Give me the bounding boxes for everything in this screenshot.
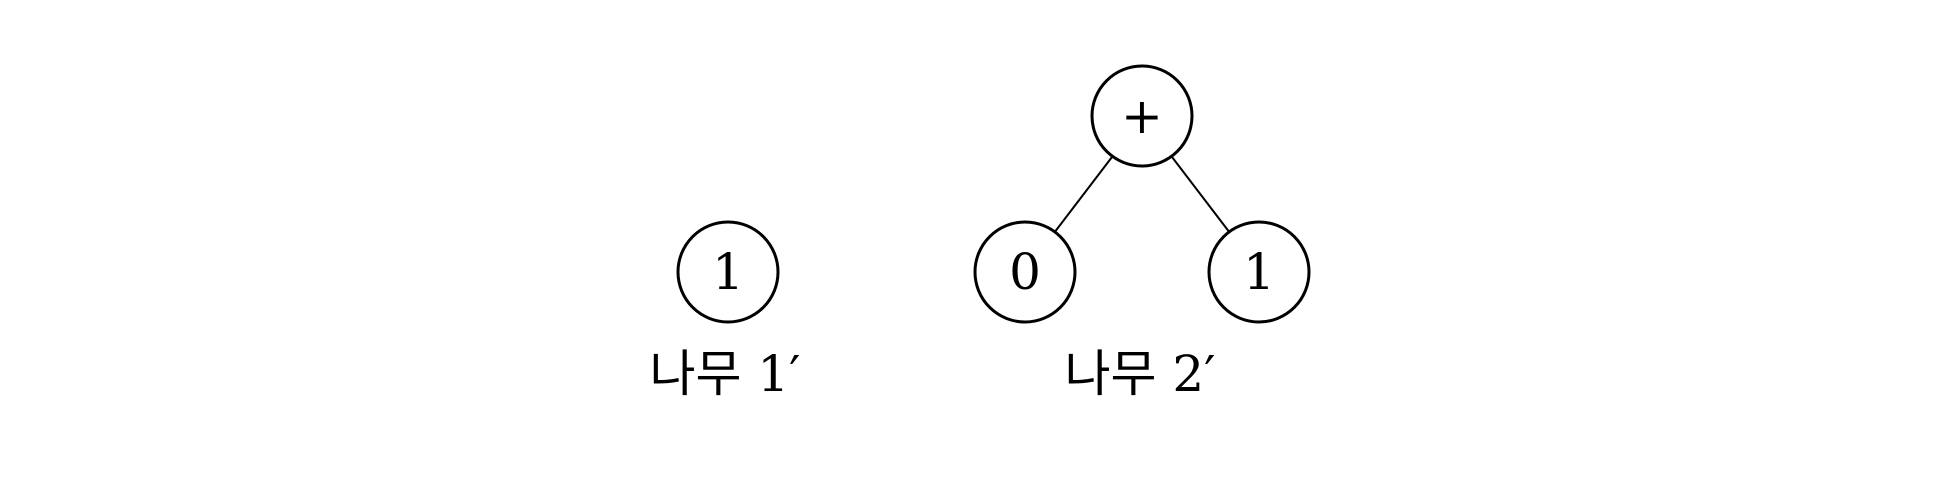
- tree-1: 1 나무 1′: [649, 220, 801, 403]
- tree-2-node-1-circle: [1207, 220, 1311, 324]
- tree-2-node-1-label: 1: [1243, 243, 1275, 301]
- tree-2-node-0: 0: [973, 220, 1077, 324]
- tree-2: + 0 1 나무 2′: [973, 64, 1311, 403]
- tree-2-node-0-label: 0: [1009, 243, 1041, 301]
- tree-1-caption: 나무 1′: [649, 345, 800, 403]
- tree-2-node-1: 1: [1207, 220, 1311, 324]
- tree-2-edge-root-right: [1171, 156, 1231, 234]
- tree-1-node-1: 1: [676, 220, 780, 324]
- tree-1-node-1-circle: [676, 220, 780, 324]
- tree-2-node-plus-label: +: [1121, 87, 1163, 145]
- tree-2-node-0-circle: [973, 220, 1077, 324]
- tree-2-node-plus-circle: [1090, 64, 1194, 168]
- tree-2-edge-root-left: [1053, 156, 1113, 234]
- tree-2-caption: 나무 2′: [1064, 345, 1215, 403]
- tree-2-node-plus: +: [1090, 64, 1194, 168]
- tree-1-node-1-label: 1: [712, 243, 744, 301]
